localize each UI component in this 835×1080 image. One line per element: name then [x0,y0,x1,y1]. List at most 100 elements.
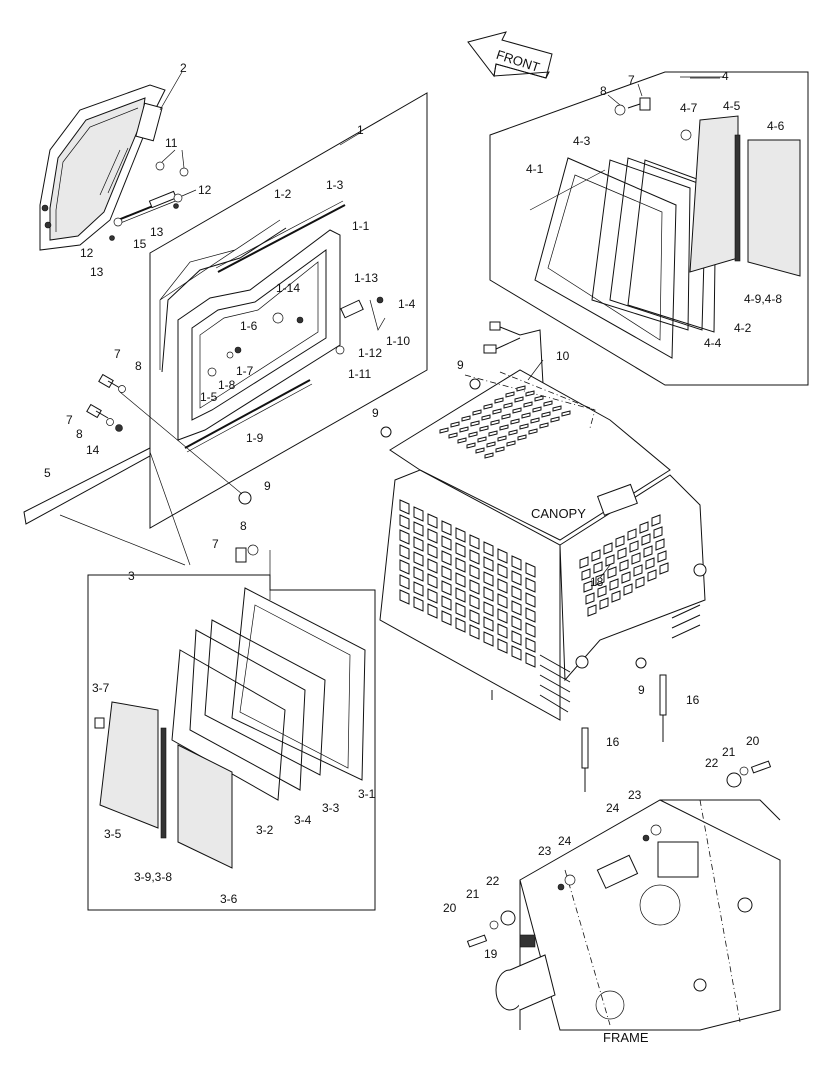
vent-slot [413,566,424,582]
vent-slot [488,430,498,437]
leader-lines [159,71,724,600]
frame-drawing [495,799,781,1031]
callout-9: 9 [638,683,645,697]
vent-slot [483,541,494,557]
vent-slot [543,400,553,407]
group-4-outline [489,71,809,386]
vent-slot [525,562,536,578]
vent-slot [427,528,438,544]
vent-slot [505,391,515,398]
vent-slot [599,597,609,610]
callout-3: 3 [128,569,135,583]
vent-slot [593,561,603,574]
callout-3-2: 3-2 [256,823,274,837]
vent-slot [399,514,410,530]
callout-15: 15 [133,237,147,251]
vent-slot [472,409,482,416]
callout-23: 23 [628,788,642,802]
vent-slot [427,603,438,619]
vent-slot [583,580,593,593]
bolts-left-drawing [23,373,252,525]
callout-4-5: 4-5 [723,99,741,113]
vent-slot [501,413,511,420]
vent-slot [455,602,466,618]
vent-slot [469,579,480,595]
callout-1-9: 1-9 [246,431,264,445]
vent-slot [511,645,522,661]
callout-1: 1 [357,123,364,137]
vent-slot [469,549,480,565]
leader-line [149,451,191,566]
vent-slot [497,638,508,654]
vent-slot [469,624,480,640]
callout-4-3: 4-3 [573,134,591,148]
vent-slot [441,595,452,611]
vent-slot [503,402,513,409]
callout-3-5: 3-5 [104,827,122,841]
callout-1-6: 1-6 [240,319,258,333]
vent-slot [441,580,452,596]
vent-slot [607,566,617,579]
vent-slot [497,608,508,624]
canopy-drawing [379,369,707,721]
vent-slot [492,408,502,415]
vent-slot [587,604,597,617]
vent-slot [530,417,540,424]
vent-slot [497,548,508,564]
vent-slot [525,652,536,668]
vent-slot [413,506,424,522]
vent-slot [528,428,538,435]
vent-slot [441,565,452,581]
vent-slot [469,594,480,610]
vent-slot [525,390,535,397]
vent-slot [495,446,505,453]
callout-19: 19 [484,947,498,961]
vent-slot [659,562,669,575]
vent-slot [635,576,645,589]
vent-slot [639,521,649,534]
vent-slot [413,551,424,567]
vent-slot [497,578,508,594]
vent-slot [523,401,533,408]
vent-slot [627,528,637,541]
vent-slot [427,588,438,604]
callout-18: 18 [590,575,604,589]
vent-slot [655,538,665,551]
vent-slot [623,583,633,596]
vent-slot [457,437,467,444]
callout-9: 9 [264,479,271,493]
window-3-drawing [94,544,366,869]
callout-4-9-4-8: 4-9,4-8 [744,292,782,306]
vent-slot [645,557,655,570]
vent-slot [508,429,518,436]
vent-slot [591,549,601,562]
callout-3-7: 3-7 [92,681,110,695]
vent-slot [413,521,424,537]
callout-7: 7 [212,537,219,551]
callout-22: 22 [705,756,719,770]
vent-slot [595,573,605,586]
vent-slot [459,426,469,433]
vent-slot [450,421,460,428]
callout-12: 12 [80,246,94,260]
vent-slot [629,540,639,553]
vent-slot [603,542,613,555]
callout-1-11: 1-11 [348,367,371,381]
vent-slot [534,395,544,402]
vent-slot [511,570,522,586]
vent-slot [525,592,536,608]
callout-16: 16 [606,735,620,749]
vent-slot [511,585,522,601]
window-4-drawing [534,97,801,359]
vent-slot [611,590,621,603]
callout-1-12: 1-12 [358,346,382,360]
group-1-outline [149,92,428,529]
callout-9: 9 [372,406,379,420]
callout-22: 22 [486,874,500,888]
vent-slot [469,534,480,550]
vent-slot [455,572,466,588]
vent-slot [455,557,466,573]
vent-slot [469,609,480,625]
vent-slot [657,550,667,563]
vent-slot [617,547,627,560]
